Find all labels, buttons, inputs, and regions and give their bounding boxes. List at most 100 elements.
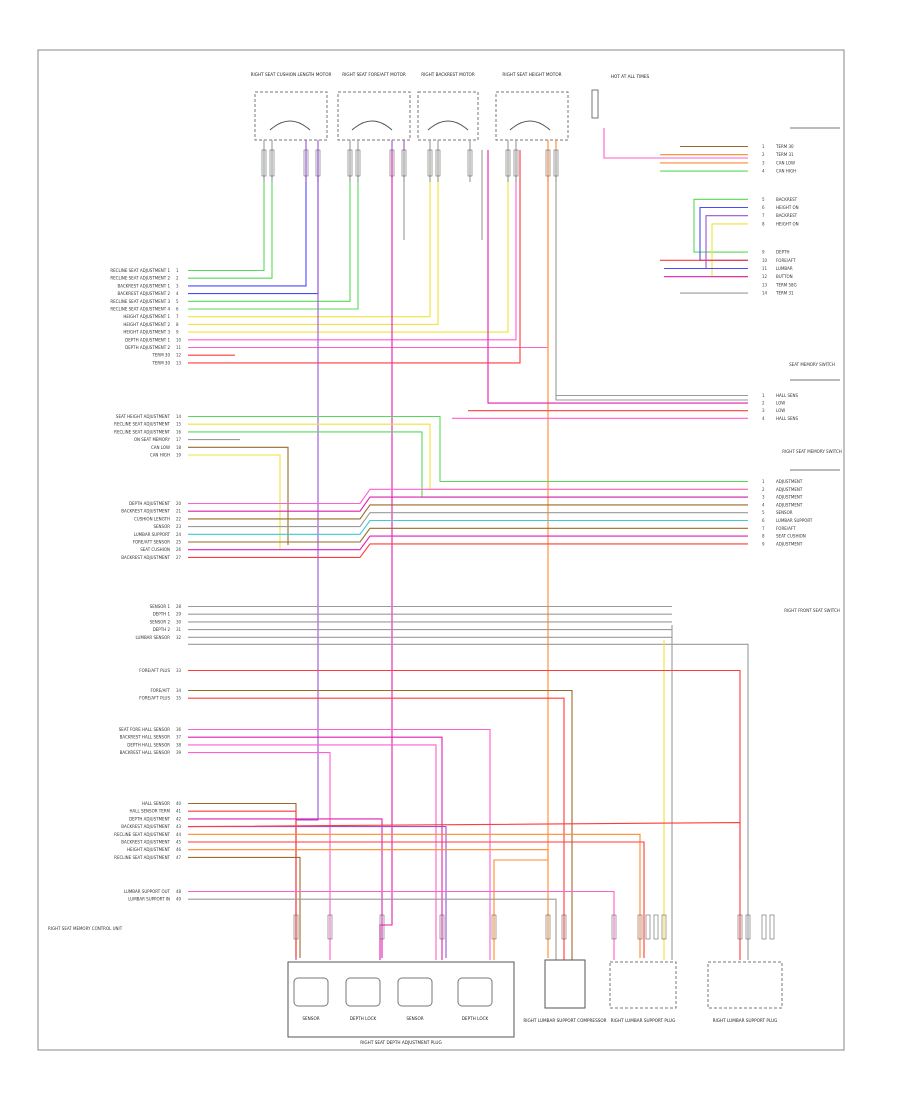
module-pin-number: 37 xyxy=(176,735,182,740)
module-pin-number: 28 xyxy=(176,604,182,609)
module-pin-number: 11 xyxy=(176,345,182,350)
wire-top-6 xyxy=(188,150,431,318)
wire-rg1-1 xyxy=(487,150,748,404)
right-pin-number: 4 xyxy=(762,502,765,507)
module-pin-number: 25 xyxy=(176,540,182,545)
module-pin-label: LUMBAR SENSOR xyxy=(136,635,171,640)
right-pin-label: FORE/AFT xyxy=(776,258,796,263)
bottom-components: SENSOR DEPTH LOCK SENSOR DEPTH LOCK RIGH… xyxy=(287,959,783,1045)
right-pin-number: 2 xyxy=(762,487,765,492)
bottom-label-6: RIGHT LUMBAR SUPPORT COMPRESSOR xyxy=(523,1018,606,1023)
wire-pair-1 xyxy=(188,697,565,960)
module-pin-number: 8 xyxy=(176,322,179,327)
wire-bot-3 xyxy=(188,826,447,958)
top-component-label-2: RIGHT SEAT FORE/AFT MOTOR xyxy=(342,72,406,77)
module-pin-label: HEIGHT ADJUSTMENT 1 xyxy=(123,314,170,319)
depth-sensor-2 xyxy=(397,977,433,1007)
module-pin-number: 7 xyxy=(176,314,179,319)
right-pin-label: SEAT CUSHION xyxy=(776,534,806,539)
module-pin-label: SENSOR 1 xyxy=(150,604,171,609)
module-pin-label: SEAT CUSHION xyxy=(140,547,170,552)
right-pin-label: BACKREST xyxy=(776,213,798,218)
wire-mid-canl xyxy=(188,446,289,545)
wire-mid-2 xyxy=(188,431,748,498)
motor-connector-pin xyxy=(467,149,473,177)
fuse-symbol xyxy=(591,89,599,119)
bottom-label-3: SENSOR xyxy=(406,1016,423,1021)
module-pin-label: TERM 30 xyxy=(151,360,170,365)
motor-connector-pin xyxy=(355,149,361,177)
module-pin-label: DEPTH 1 xyxy=(153,612,171,617)
wire-mid-1 xyxy=(188,423,748,490)
right-pin-number: 12 xyxy=(762,274,768,279)
right-pin-number: 1 xyxy=(762,479,765,484)
module-pin-label: BACKREST ADJUSTMENT 1 xyxy=(117,283,170,288)
connector-pin xyxy=(653,914,659,940)
module-pin-number: 19 xyxy=(176,453,182,458)
wire-mid2-5 xyxy=(188,527,748,543)
right-pin-number: 4 xyxy=(762,416,765,421)
module-pin-label: DEPTH 2 xyxy=(153,627,171,632)
wire-top-0 xyxy=(188,150,265,272)
wire-bot-4 xyxy=(188,833,641,958)
module-pin-number: 44 xyxy=(176,832,182,837)
module-pin-number: 46 xyxy=(176,847,182,852)
right-pin-label: ADJUSTMENT xyxy=(776,541,803,546)
top-component-label-4: RIGHT SEAT HEIGHT MOTOR xyxy=(502,72,561,77)
motor-connector-pin xyxy=(389,149,395,177)
module-pin-number: 14 xyxy=(176,414,182,419)
module-pin-number: 40 xyxy=(176,801,182,806)
module-pin-label: FORE/AFT SENSOR xyxy=(133,540,171,545)
wire-rg0-loop-0 xyxy=(693,198,748,253)
module-pin-label: HEIGHT ADJUSTMENT xyxy=(127,847,170,852)
right-pin-label: ADJUSTMENT xyxy=(776,487,803,492)
module-pin-number: 22 xyxy=(176,516,182,521)
module-pin-label: HEIGHT ADJUSTMENT 2 xyxy=(123,322,170,327)
connector-pin xyxy=(645,914,651,940)
module-pin-label: LUMBAR SUPPORT OUT xyxy=(124,889,171,894)
motor-symbol-3 xyxy=(427,120,469,131)
right-pin-label: TERM 31 xyxy=(775,152,794,157)
depth-sensor-1 xyxy=(293,977,329,1007)
right-pin-number: 2 xyxy=(762,401,765,406)
top-component-label-3: RIGHT BACKREST MOTOR xyxy=(421,72,475,77)
depth-adjustment-plug-box xyxy=(287,961,515,1038)
wire-bot-x xyxy=(187,822,741,870)
module-pin-label: BACKREST HALL SENSOR xyxy=(120,750,171,755)
wire-low-extra xyxy=(188,643,749,960)
module-pin-label: HEIGHT ADJUSTMENT 3 xyxy=(123,330,170,335)
right-pin-label: CAN HIGH xyxy=(776,169,796,174)
module-pin-number: 1 xyxy=(176,268,179,273)
module-pin-label: RECLINE SEAT ADJUSTMENT xyxy=(114,832,170,837)
right-pin-label: FORE/AFT xyxy=(776,526,796,531)
module-pin-number: 4 xyxy=(176,291,179,296)
module-pin-label: ON SEAT MEMORY xyxy=(134,437,171,442)
connector-pin xyxy=(611,914,617,940)
module-pin-number: 2 xyxy=(176,276,179,281)
right-pin-label: HEIGHT ON xyxy=(776,221,799,226)
module-pin-label: TERM 30 xyxy=(151,353,170,358)
right-pin-label: DEPTH xyxy=(776,250,789,255)
wire-vert-magenta xyxy=(379,150,393,960)
wire-mid2-2 xyxy=(188,504,748,520)
page-border xyxy=(37,49,845,1051)
right-pin-label: LUMBAR xyxy=(776,266,793,271)
wire-mid-canh xyxy=(188,454,281,550)
motor-box-2 xyxy=(337,91,411,141)
wire-vert-violet-a xyxy=(295,150,319,960)
motor-connector-pin xyxy=(401,149,407,177)
module-pin-label: SEAT FORE HALL SENSOR xyxy=(119,727,170,732)
module-pin-number: 30 xyxy=(176,619,182,624)
right-pin-number: 13 xyxy=(762,282,768,287)
connector-pin xyxy=(661,914,667,940)
module-pin-number: 42 xyxy=(176,816,182,821)
wire-mid2-3 xyxy=(188,512,748,528)
module-pin-label: RECLINE SEAT ADJUSTMENT xyxy=(114,855,170,860)
module-pin-label: DEPTH HALL SENSOR xyxy=(127,742,170,747)
wire-top-8 xyxy=(188,150,509,333)
right-pin-number: 6 xyxy=(762,518,765,523)
depth-lock-1 xyxy=(345,977,381,1007)
module-pin-number: 33 xyxy=(176,668,182,673)
module-pin-label: BACKREST HALL SENSOR xyxy=(120,735,171,740)
